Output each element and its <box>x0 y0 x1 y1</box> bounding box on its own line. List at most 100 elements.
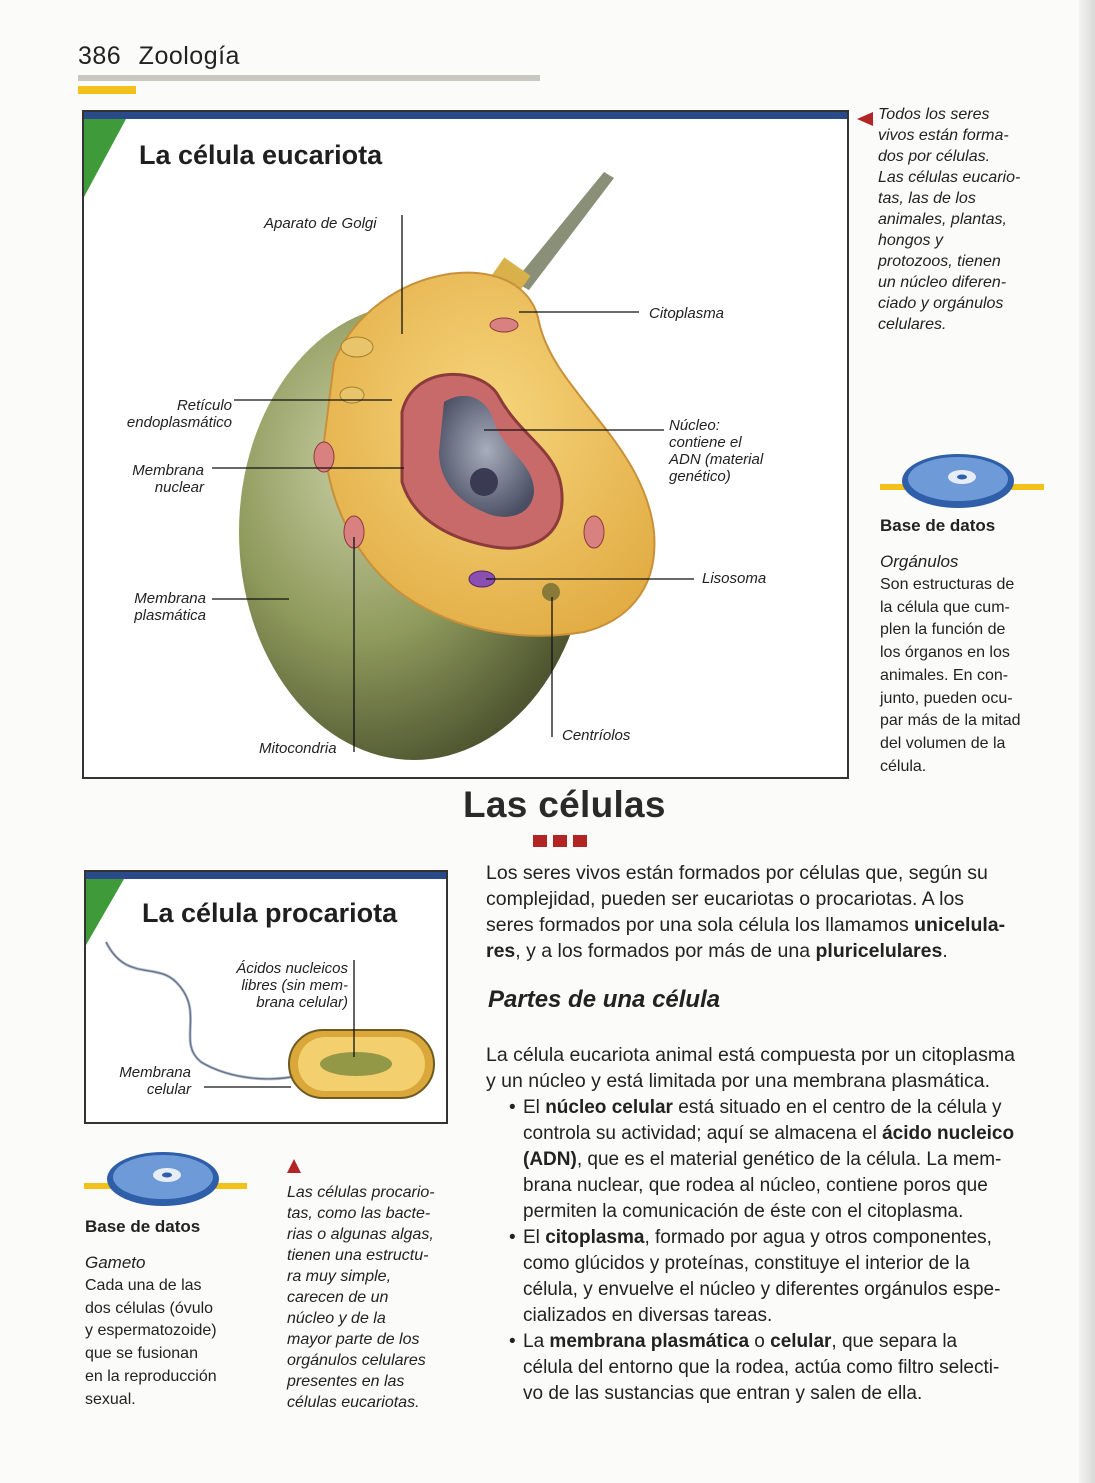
label-nucleus-line1: Núcleo: <box>669 417 720 434</box>
intro-paragraph: Los seres vivos están formados por célul… <box>486 860 1048 964</box>
bullet-dot: • <box>509 1227 516 1248</box>
term-plasma-membrane: membrana plasmática <box>549 1331 750 1352</box>
database-text-line: los órganos en los <box>880 644 1010 662</box>
prokaryote-cell-illustration <box>104 941 435 1099</box>
database-term: Gameto <box>85 1253 146 1272</box>
prokaryote-note-line: ra muy simple, <box>287 1268 392 1285</box>
database-text-line: animales. En con- <box>880 666 1009 684</box>
prokaryote-note-line: rias o algunas algas, <box>287 1226 434 1243</box>
sidebar-note-line: protozoos, tienen <box>878 253 1001 270</box>
intro-text: seres formados por una sola célula los l… <box>486 914 915 936</box>
label-membrane-line2: celular <box>146 1081 191 1098</box>
label-nucleic-line2: libres (sin mem- <box>241 977 348 994</box>
label-nucleic-line3: brana celular) <box>256 994 348 1011</box>
eukaryote-figure-box: La célula eucariota <box>82 110 849 779</box>
bullet-membrane: • La membrana plasmática o celular, que … <box>509 1329 1049 1407</box>
label-nucleic-line1: Ácidos nucleicos <box>236 960 348 977</box>
prokaryote-note: Las células procario- tas, como las bact… <box>287 1182 467 1413</box>
parts-intro: La célula eucariota animal está compuest… <box>486 1042 1048 1094</box>
sidebar-note-line: dos por células. <box>878 148 991 165</box>
parts-intro-line: y un núcleo y está limitada por una memb… <box>486 1070 991 1092</box>
intro-line: complejidad, pueden ser eucariotas o pro… <box>486 888 965 910</box>
header-accent <box>78 86 136 94</box>
label-golgi: Aparato de Golgi <box>264 215 377 232</box>
bullet-line: cializados en diversas tareas. <box>523 1305 773 1326</box>
bullet-text: El <box>523 1227 546 1248</box>
bullet-line: como glúcidos y proteínas, constituye el… <box>523 1253 970 1274</box>
green-corner-accent <box>86 879 124 945</box>
label-plasma-membrane: Membrana plasmática <box>104 590 206 624</box>
bullet-text: controla su actividad; aquí se almacena … <box>523 1123 883 1144</box>
bullet-line: La membrana plasmática o celular, que se… <box>523 1329 1049 1355</box>
sidebar-note: Todos los seres vivos están forma- dos p… <box>878 104 1078 335</box>
main-heading: Las células <box>463 784 666 825</box>
parts-heading: Partes de una célula <box>488 986 721 1013</box>
term-cytoplasm: citoplasma <box>545 1227 645 1248</box>
label-nucleic-acids: Ácidos nucleicos libres (sin mem- brana … <box>186 960 348 1011</box>
prokaryote-note-line: tas, como las bacte- <box>287 1205 431 1222</box>
label-nuclear-membrane: Membrana nuclear <box>104 462 204 496</box>
intro-line: Los seres vivos están formados por célul… <box>486 862 988 884</box>
prokaryote-note-line: tienen una estructu- <box>287 1247 429 1264</box>
eukaryote-title: La célula eucariota <box>139 140 383 170</box>
label-er-line2: endoplasmático <box>126 414 232 431</box>
database-text-line: que se fusionan <box>85 1345 198 1363</box>
bullet-text: está situado en el centro de la célula y <box>672 1097 1002 1118</box>
prokaryote-note-line: Las células procario- <box>287 1184 435 1201</box>
label-er: Retículo endoplasmático <box>104 397 232 431</box>
intro-text: . <box>942 940 948 962</box>
green-corner-accent <box>84 119 126 197</box>
red-triangle-pointer-icon <box>287 1159 301 1173</box>
bullet-line: El núcleo celular está situado en el cen… <box>523 1095 1049 1121</box>
label-centrioles: Centríolos <box>562 727 631 744</box>
database-text-line: del volumen de la <box>880 734 1006 752</box>
database-title: Base de datos <box>85 1217 201 1236</box>
heading-ornament <box>533 834 587 852</box>
bullet-line: El citoplasma, formado por agua y otros … <box>523 1225 1049 1251</box>
bullet-dot: • <box>509 1331 516 1352</box>
term-multicellular: pluricelulares <box>815 940 943 962</box>
red-triangle-pointer-icon <box>857 112 873 126</box>
database-text-line: plen la función de <box>880 621 1006 639</box>
bullet-text: El <box>523 1097 546 1118</box>
database-text: Cada una de las dos células (óvulo y esp… <box>85 1275 265 1411</box>
term-cellular: celular <box>770 1331 832 1352</box>
box-top-bar <box>84 112 847 119</box>
database-text-line: dos células (óvulo <box>85 1299 214 1317</box>
prokaryote-note-line: orgánulos celulares <box>287 1352 426 1369</box>
database-text: Son estructuras de la célula que cum- pl… <box>880 574 1060 778</box>
bullet-nucleus: • El núcleo celular está situado en el c… <box>509 1095 1049 1225</box>
label-membrane-line1: Membrana <box>119 1064 191 1081</box>
label-cytoplasm: Citoplasma <box>649 305 725 322</box>
page-edge-shadow <box>1079 0 1095 1483</box>
bullet-text: , formado por agua y otros componentes, <box>644 1227 992 1248</box>
term-adn: (ADN) <box>523 1149 577 1170</box>
label-cell-membrane: Membrana celular <box>96 1064 191 1098</box>
bullet-text: , que separa la <box>831 1331 958 1352</box>
intro-line: seres formados por una sola célula los l… <box>486 912 1048 938</box>
eukaryote-cell-illustration <box>239 172 656 760</box>
eukaryote-leader-lines <box>212 215 694 752</box>
bullet-line: controla su actividad; aquí se almacena … <box>523 1121 1049 1147</box>
sidebar-note-line: Las células eucario- <box>878 169 1021 186</box>
bullet-line: (ADN), que es el material genético de la… <box>523 1147 1049 1173</box>
prokaryote-figure-box: La célula procariota Ácidos nucleicos li… <box>84 870 448 1124</box>
cd-disc-icon <box>107 1152 219 1206</box>
database-title: Base de datos <box>880 516 996 535</box>
database-text-line: Cada una de las <box>85 1277 202 1294</box>
bullet-line: célula, y envuelve el núcleo y diferente… <box>523 1279 1001 1300</box>
sidebar-note-line: celulares. <box>878 316 947 333</box>
bullet-text: , que es el material genético de la célu… <box>576 1149 1002 1170</box>
database-text-line: en la reproducción <box>85 1367 217 1385</box>
database-text-line: y espermatozoide) <box>85 1322 217 1340</box>
label-er-line1: Retículo <box>176 397 232 414</box>
prokaryote-title: La célula procariota <box>142 898 398 928</box>
prokaryote-note-line: presentes en las <box>287 1373 405 1390</box>
bullet-text: La <box>523 1331 550 1352</box>
page-number: 386 <box>78 42 122 70</box>
intro-line: res, y a los formados por más de una plu… <box>486 938 1048 964</box>
bullet-line: brana nuclear, que rodea al núcleo, cont… <box>523 1175 988 1196</box>
prokaryote-note-line: células eucariotas. <box>287 1394 420 1411</box>
label-lysosome: Lisosoma <box>702 570 767 587</box>
database-text-line: la célula que cum- <box>880 598 1010 616</box>
